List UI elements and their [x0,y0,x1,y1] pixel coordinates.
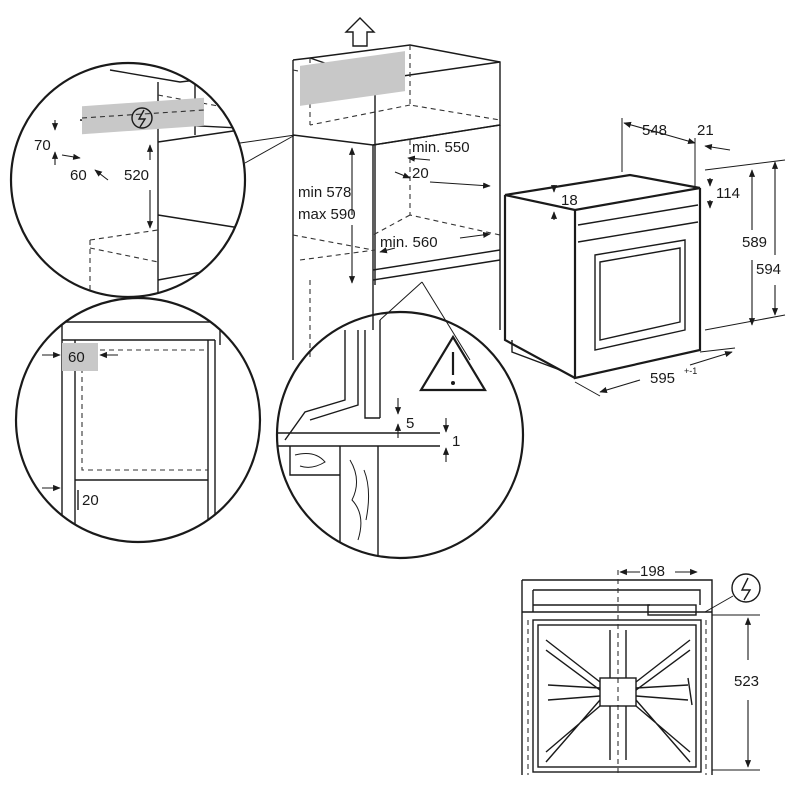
callout-leader-support-2 [379,281,423,321]
label-589: 589 [742,234,767,251]
cabinet-drawing [292,44,501,360]
label-523: 523 [734,673,759,690]
label-60: 60 [70,167,87,184]
label-max-590: max 590 [298,206,356,223]
label-1: 1 [452,433,460,450]
label-594: 594 [756,261,781,278]
up-arrow-icon [344,17,376,47]
label-20: 20 [412,165,429,182]
label-114: 114 [716,185,740,202]
label-70: 70 [34,137,51,154]
dim-plan-view: 198 523 [619,563,760,771]
label-18: 18 [561,192,578,209]
plug-icon [131,107,153,129]
label-min-550: min. 550 [412,139,470,156]
detail-circle-top: 70 60 520 [9,61,247,299]
label-595: 595 [650,370,675,387]
callout-leader-top [239,134,296,164]
label-520: 520 [124,167,149,184]
dim-appliance: 548 21 114 18 589 594 595 +-1 [550,118,786,397]
label-548: 548 [642,122,667,139]
oven-appliance [503,173,702,380]
dim-cabinet-width: min. 560 [379,231,491,254]
dim-cabinet-depth: min. 550 20 [394,139,491,189]
warning-triangle-icon [419,334,487,392]
plan-view [521,570,713,775]
label-min-578: min 578 [298,184,351,201]
label-60-b: 60 [68,349,85,366]
label-min-560: min. 560 [380,234,438,251]
plug-icon [704,573,761,613]
label-20-b: 20 [82,492,99,509]
label-198: 198 [640,563,665,580]
detail-circle-support: 5 1 [275,310,525,560]
label-5: 5 [406,415,414,432]
label-595-tolerance: +-1 [684,366,697,376]
detail-circle-lower: 60 20 [14,296,262,544]
dim-cabinet-height: min 578 max 590 [298,147,356,284]
label-21: 21 [697,122,714,139]
